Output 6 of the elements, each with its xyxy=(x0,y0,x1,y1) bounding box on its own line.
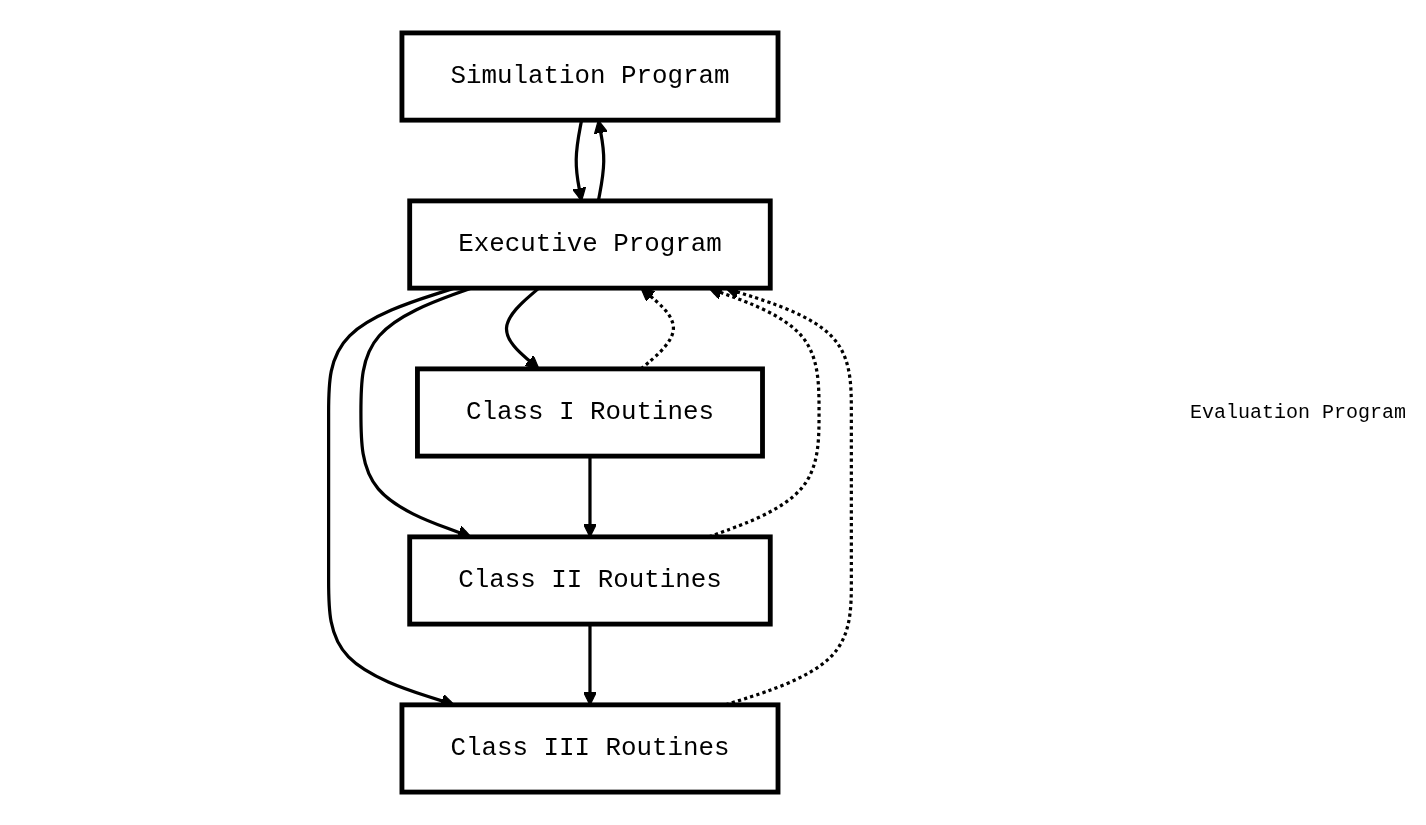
side-label: Evaluation Program xyxy=(1189,401,1406,424)
node-box: Executive Program xyxy=(407,198,773,291)
node-box: Class I Routines xyxy=(415,366,765,459)
node-box: Class III Routines xyxy=(399,702,781,795)
node-box: Class II Routines xyxy=(407,534,773,627)
node-box: Simulation Program xyxy=(399,30,781,123)
